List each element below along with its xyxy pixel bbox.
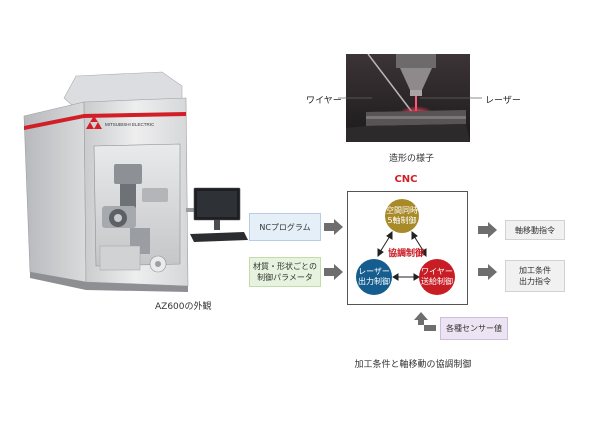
coordination-label: 協調制御 (387, 249, 424, 259)
wire-control-line2: 送給制御 (421, 277, 453, 286)
material-parameter-box: 材質・形状ごとの 制御パラメータ (249, 257, 321, 287)
material-line2: 制御パラメータ (257, 273, 313, 282)
wire-label: ワイヤー (306, 96, 342, 106)
machine-caption: AZ600の外観 (155, 302, 212, 312)
axes-control-node: 空間同時 5軸制御 (385, 199, 419, 233)
nc-program-box: NCプログラム (249, 213, 321, 241)
process-line1: 加工条件 (519, 266, 551, 275)
wire-control-node: ワイヤー 送給制御 (419, 259, 455, 295)
diagram-caption: 加工条件と軸移動の協調制御 (354, 360, 472, 370)
material-input-arrow (324, 264, 343, 280)
material-line1: 材質・形状ごとの (253, 262, 317, 271)
nc-input-arrow (324, 219, 343, 235)
axis-command-text: 軸移動指令 (515, 225, 555, 235)
process-line2: 出力指令 (519, 277, 551, 286)
axis-command-box: 軸移動指令 (505, 220, 565, 240)
coordination-arrows (377, 230, 427, 281)
process-output-arrow (478, 264, 497, 280)
sensor-values-box: 各種センサー値 (440, 317, 508, 340)
sensor-text: 各種センサー値 (446, 324, 502, 333)
cnc-title: CNC (394, 174, 418, 185)
axes-control-line1: 空間同時 (386, 206, 418, 215)
laser-control-line2: 出力制御 (358, 277, 390, 286)
laser-control-line1: レーザー (358, 267, 390, 276)
axes-control-line2: 5軸制御 (387, 216, 417, 225)
sensor-feedback-arrow (414, 312, 436, 331)
az600-machine-illustration: MITSUBISHI ELECTRIC (23, 71, 248, 292)
axis-output-arrow (478, 222, 497, 238)
laser-photo-caption: 造形の様子 (389, 154, 435, 164)
nc-program-text: NCプログラム (259, 222, 311, 232)
wire-control-line1: ワイヤー (421, 267, 453, 276)
laser-control-node: レーザー 出力制御 (356, 259, 392, 295)
laser-label: レーザー (485, 96, 521, 106)
process-command-box: 加工条件 出力指令 (505, 260, 565, 292)
machine-brand-text: MITSUBISHI ELECTRIC (105, 122, 155, 127)
